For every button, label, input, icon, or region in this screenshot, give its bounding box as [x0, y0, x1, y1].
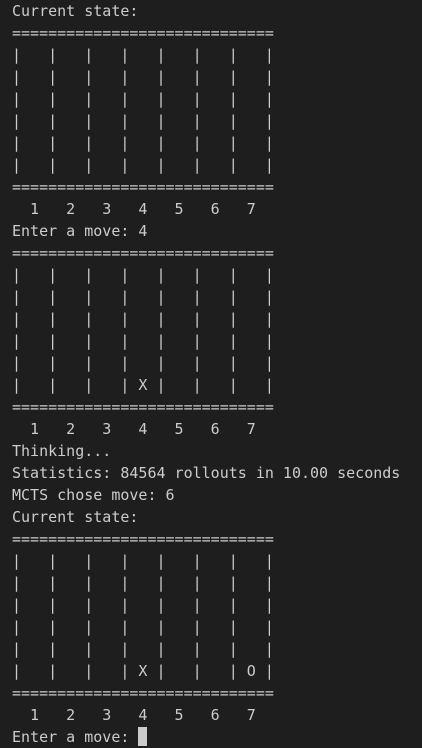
terminal-line: | | | | | | | |	[12, 156, 274, 174]
terminal-line: | | | | | | | |	[12, 46, 274, 64]
terminal-line: | | | | X | | | |	[12, 376, 274, 394]
terminal-line: =============================	[12, 530, 274, 548]
terminal-line: =============================	[12, 244, 274, 262]
terminal-line: | | | | | | | |	[12, 288, 274, 306]
terminal-line: | | | | | | | |	[12, 112, 274, 130]
terminal-line: | | | | | | | |	[12, 618, 274, 636]
terminal-prompt: Enter a move:	[12, 728, 139, 746]
terminal-line: =============================	[12, 24, 274, 42]
terminal-line: | | | | | | | |	[12, 354, 274, 372]
terminal-line: | | | | X | | | O |	[12, 662, 274, 680]
terminal-output[interactable]: Current state: =========================…	[12, 0, 422, 748]
terminal-line: MCTS chose move: 6	[12, 486, 175, 504]
terminal-line: Current state:	[12, 2, 139, 20]
terminal-line: | | | | | | | |	[12, 310, 274, 328]
terminal-line: | | | | | | | |	[12, 134, 274, 152]
terminal-line: =============================	[12, 684, 274, 702]
terminal-line: Current state:	[12, 508, 139, 526]
terminal-line: | | | | | | | |	[12, 68, 274, 86]
terminal-line: | | | | | | | |	[12, 90, 274, 108]
terminal-line: 1 2 3 4 5 6 7	[12, 420, 256, 438]
terminal-line: | | | | | | | |	[12, 332, 274, 350]
terminal-prompt-line[interactable]: Enter a move:	[12, 726, 422, 748]
terminal-line: | | | | | | | |	[12, 552, 274, 570]
text-cursor	[138, 727, 148, 746]
terminal-line: 1 2 3 4 5 6 7	[12, 200, 256, 218]
terminal-line: 1 2 3 4 5 6 7	[12, 706, 256, 724]
terminal-line: Enter a move: 4	[12, 222, 148, 240]
terminal-line: | | | | | | | |	[12, 266, 274, 284]
terminal-line: | | | | | | | |	[12, 574, 274, 592]
terminal-line: Statistics: 84564 rollouts in 10.00 seco…	[12, 464, 401, 482]
terminal-line: =============================	[12, 178, 274, 196]
terminal-line: | | | | | | | |	[12, 596, 274, 614]
terminal-line: | | | | | | | |	[12, 640, 274, 658]
terminal-line: Thinking...	[12, 442, 112, 460]
terminal-line: =============================	[12, 398, 274, 416]
